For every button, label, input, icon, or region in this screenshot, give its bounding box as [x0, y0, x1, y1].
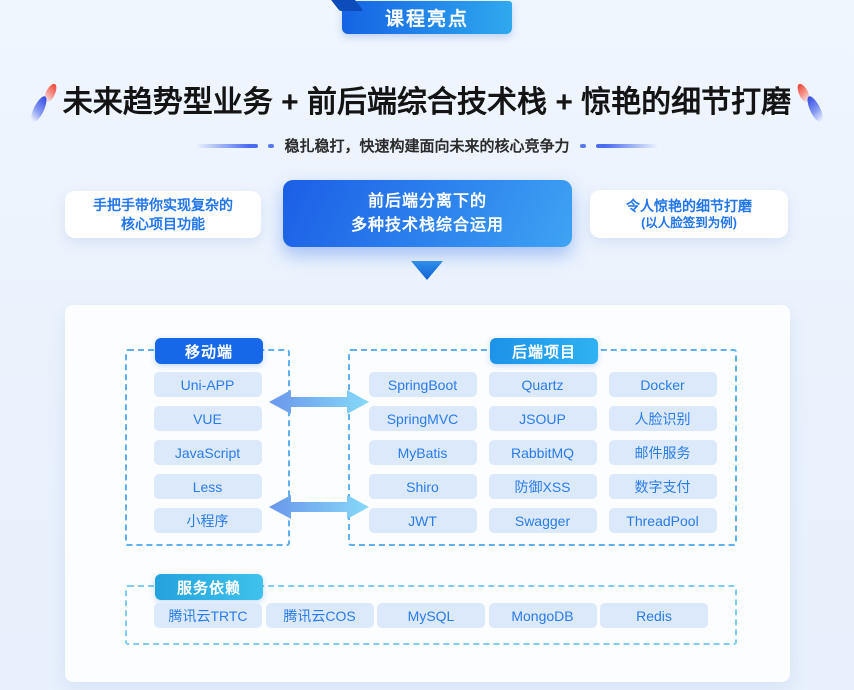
- ribbon-label: 课程亮点: [384, 9, 469, 30]
- tech-pill: VUE: [153, 406, 262, 431]
- subtitle-line-left: [196, 143, 259, 148]
- tech-pill: SpringBoot: [368, 372, 477, 397]
- tech-pill: SpringMVC: [368, 406, 477, 431]
- service-pill: Redis: [600, 603, 708, 628]
- sparkle-left-icon: [28, 82, 59, 128]
- backend-group-label: 后端项目: [490, 338, 598, 364]
- page-title: 未来趋势型业务 + 前后端综合技术栈 + 惊艳的细节打磨: [62, 86, 792, 119]
- tech-pill: RabbitMQ: [488, 440, 597, 465]
- service-pill: MySQL: [377, 603, 485, 628]
- bidirectional-arrow-icon: [269, 495, 369, 519]
- subtitle-line-right: [595, 143, 658, 148]
- service-pill: MongoDB: [488, 603, 597, 628]
- tech-pill: Shiro: [368, 474, 477, 499]
- tech-pill: Less: [153, 474, 262, 499]
- tab-label-line2: 核心项目功能: [121, 215, 205, 232]
- tech-pill: Uni-APP: [153, 372, 262, 397]
- subtitle-dot-right: [579, 143, 586, 148]
- tech-pill: 小程序: [153, 508, 262, 533]
- tech-pill: JWT: [368, 508, 477, 533]
- tab-label-line1: 前后端分离下的: [367, 192, 487, 210]
- sparkle-right-icon: [795, 82, 826, 128]
- tech-pill: 数字支付: [608, 474, 717, 499]
- tech-pill: 人脸识别: [608, 406, 717, 431]
- subtitle-text: 稳扎稳打，快速构建面向未来的核心竞争力: [284, 138, 570, 155]
- tech-pill: 防御XSS: [488, 474, 597, 499]
- tab-core-project-features[interactable]: 手把手带你实现复杂的 核心项目功能: [65, 191, 261, 238]
- service-pill: 腾讯云TRTC: [154, 603, 262, 628]
- service-pill: 腾讯云COS: [265, 603, 374, 628]
- active-tab-pointer-icon: [411, 261, 443, 280]
- bidirectional-arrow-icon: [269, 390, 369, 414]
- tech-pill: ThreadPool: [608, 508, 717, 533]
- course-highlights-ribbon: 课程亮点: [342, 1, 512, 34]
- tab-tech-stack-active[interactable]: 前后端分离下的 多种技术栈综合运用: [283, 180, 572, 247]
- tech-pill: Docker: [608, 372, 717, 397]
- tech-pill: JSOUP: [488, 406, 597, 431]
- tech-pill: JavaScript: [153, 440, 262, 465]
- tab-detail-polish[interactable]: 令人惊艳的细节打磨 (以人脸签到为例): [590, 190, 788, 238]
- tech-pill: Swagger: [488, 508, 597, 533]
- headline: 未来趋势型业务 + 前后端综合技术栈 + 惊艳的细节打磨: [0, 82, 854, 128]
- mobile-group-label: 移动端: [155, 338, 263, 364]
- tech-pill: MyBatis: [368, 440, 477, 465]
- tab-label-line1: 手把手带你实现复杂的: [93, 196, 233, 213]
- tab-label-line2: (以人脸签到为例): [641, 216, 737, 230]
- subtitle-row: 稳扎稳打，快速构建面向未来的核心竞争力: [0, 135, 854, 156]
- tab-label-line2: 多种技术栈综合运用: [350, 216, 504, 234]
- tech-pill: 邮件服务: [608, 440, 717, 465]
- services-group-label: 服务依赖: [155, 574, 263, 600]
- subtitle-dot-left: [268, 143, 275, 148]
- tech-pill: Quartz: [488, 372, 597, 397]
- tab-label-line1: 令人惊艳的细节打磨: [626, 198, 752, 214]
